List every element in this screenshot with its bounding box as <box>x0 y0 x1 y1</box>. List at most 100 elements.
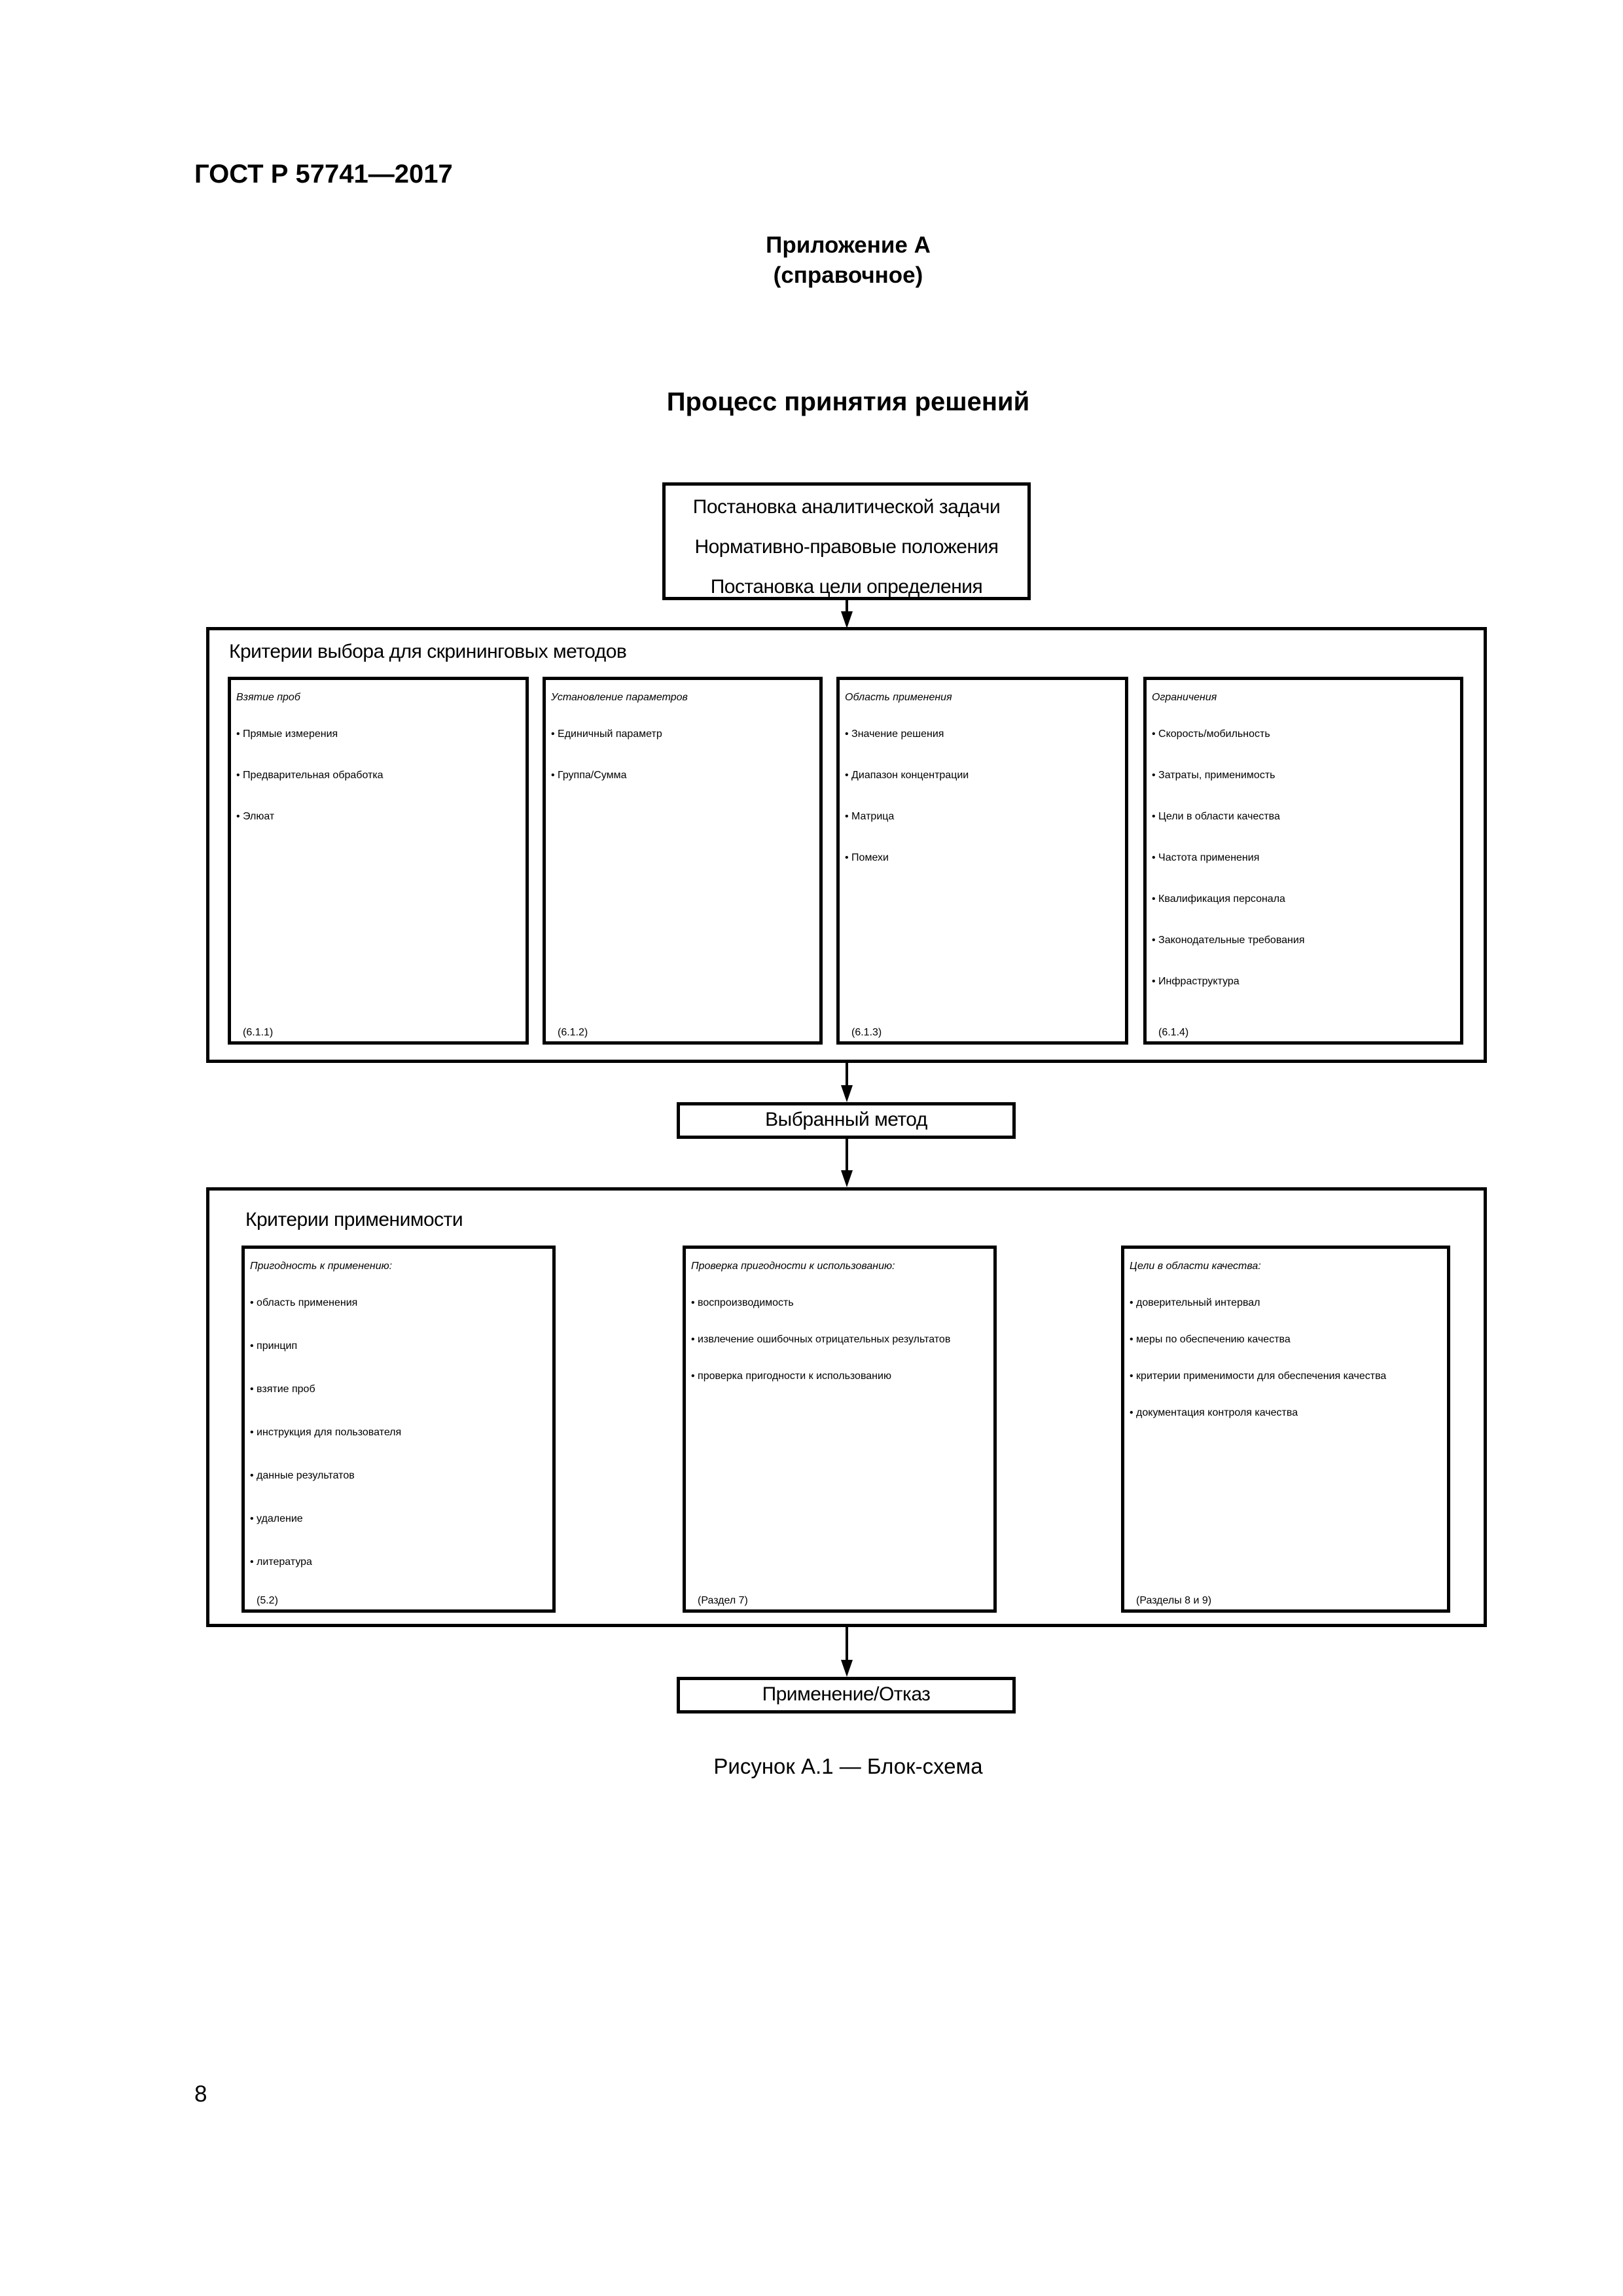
list-item-text: Помехи <box>851 852 889 863</box>
list-item-text: Прямые измерения <box>243 728 338 740</box>
list-item-text: извлечение ошибочных отрицательных резул… <box>698 1334 951 1345</box>
section-reference: (6.1.4) <box>1158 1027 1189 1038</box>
list-item-text: документация контроля качества <box>1136 1407 1298 1418</box>
list-item: • литература <box>250 1556 312 1568</box>
list-item: • взятие проб <box>250 1384 315 1395</box>
appendix-title: Приложение А <box>766 232 931 258</box>
column-heading: Область применения <box>845 692 952 703</box>
list-item-text: критерии применимости для обеспечения ка… <box>1136 1371 1387 1382</box>
list-item: • Группа/Сумма <box>551 770 627 781</box>
page-number: 8 <box>194 2081 207 2107</box>
criteria-column: Пригодность к применению: • область приме… <box>241 1246 556 1613</box>
list-item: • данные результатов <box>250 1470 355 1481</box>
connector <box>846 600 848 613</box>
appendix-subtitle: (справочное) <box>773 262 923 288</box>
list-item-text: данные результатов <box>257 1470 355 1481</box>
selection-criteria-box: Критерии выбора для скрининговых методов <box>206 627 1487 1063</box>
list-item: • Значение решения <box>845 728 944 740</box>
section-reference: (6.1.3) <box>851 1027 882 1038</box>
section-reference: (Разделы 8 и 9) <box>1136 1595 1212 1606</box>
column-heading: Ограничения <box>1152 692 1217 703</box>
applicability-criteria-box: Критерии применимости <box>206 1187 1487 1627</box>
appendix-heading: Приложение А (справочное) <box>0 230 1623 291</box>
selected-method-box: Выбранный метод <box>677 1102 1016 1139</box>
list-item: • принцип <box>250 1340 298 1352</box>
criteria-column: Установление параметров • Единичный парам… <box>543 677 823 1045</box>
criteria-column: Взятие проб • Прямые измерения • Предварит… <box>228 677 529 1045</box>
figure-caption: Рисунок А.1 — Блок-схема <box>713 1754 983 1778</box>
column-heading: Проверка пригодности к использованию: <box>691 1261 895 1272</box>
figure-title: Процесс принятия решений <box>666 387 1030 416</box>
list-item-text: Диапазон концентрации <box>851 770 969 781</box>
list-item: • Инфраструктура <box>1152 976 1240 987</box>
task-box: Постановка аналитической задачи Норматив… <box>662 482 1031 600</box>
list-item-text: Частота применения <box>1158 852 1260 863</box>
list-item-text: Элюат <box>243 811 275 822</box>
column-heading: Установление параметров <box>551 692 688 703</box>
list-item-text: инструкция для пользователя <box>257 1427 402 1438</box>
list-item: • меры по обеспечению качества <box>1130 1334 1291 1345</box>
task-line: Постановка аналитической задачи <box>692 496 1001 518</box>
list-item-text: Законодательные требования <box>1158 935 1305 946</box>
list-item-text: удаление <box>257 1513 303 1524</box>
list-item-text: Квалификация персонала <box>1158 893 1285 905</box>
list-item: • извлечение ошибочных отрицательных рез… <box>691 1334 951 1345</box>
list-item: • доверительный интервал <box>1130 1297 1260 1308</box>
list-item: • Помехи <box>845 852 889 863</box>
list-item-text: воспроизводимость <box>698 1297 794 1308</box>
list-item: • Прямые измерения <box>236 728 338 740</box>
criteria-column: Проверка пригодности к использованию: • в… <box>683 1246 997 1613</box>
column-heading: Цели в области качества: <box>1130 1261 1261 1272</box>
list-item: • документация контроля качества <box>1130 1407 1298 1418</box>
list-item-text: Инфраструктура <box>1158 976 1240 987</box>
selection-criteria-label: Критерии выбора для скрининговых методов <box>229 641 627 662</box>
list-item: • Законодательные требования <box>1152 935 1305 946</box>
arrow-down-icon <box>841 611 853 628</box>
list-item: • Скорость/мобильность <box>1152 728 1270 740</box>
list-item-text: литература <box>257 1556 312 1568</box>
list-item-text: проверка пригодности к использованию <box>698 1371 891 1382</box>
list-item-text: взятие проб <box>257 1384 315 1395</box>
list-item-text: Цели в области качества <box>1158 811 1280 822</box>
list-item: • Матрица <box>845 811 895 822</box>
list-item-text: Матрица <box>851 811 895 822</box>
list-item-text: принцип <box>257 1340 298 1352</box>
list-item: • Единичный параметр <box>551 728 662 740</box>
list-item-text: меры по обеспечению качества <box>1136 1334 1291 1345</box>
criteria-column: Ограничения • Скорость/мобильность • Затра… <box>1143 677 1463 1045</box>
criteria-column: Область применения • Значение решения • Ди… <box>836 677 1128 1045</box>
arrow-down-icon <box>841 1660 853 1677</box>
list-item-text: область применения <box>257 1297 358 1308</box>
arrow-down-icon <box>841 1170 853 1187</box>
list-item-text: Значение решения <box>851 728 944 740</box>
list-item: • Затраты, применимость <box>1152 770 1275 781</box>
task-line: Постановка цели определения <box>710 576 983 598</box>
list-item: • Цели в области качества <box>1152 811 1280 822</box>
list-item-text: Группа/Сумма <box>558 770 627 781</box>
list-item-text: Предварительная обработка <box>243 770 383 781</box>
list-item: • Диапазон концентрации <box>845 770 969 781</box>
connector <box>846 1062 848 1088</box>
list-item-text: доверительный интервал <box>1136 1297 1260 1308</box>
section-reference: (Раздел 7) <box>698 1595 748 1606</box>
list-item: • Частота применения <box>1152 852 1260 863</box>
list-item: • проверка пригодности к использованию <box>691 1371 891 1382</box>
list-item-text: Скорость/мобильность <box>1158 728 1270 740</box>
section-reference: (6.1.2) <box>558 1027 588 1038</box>
list-item-text: Затраты, применимость <box>1158 770 1275 781</box>
document-header: ГОСТ Р 57741—2017 <box>194 160 453 188</box>
list-item: • область применения <box>250 1297 358 1308</box>
task-line: Нормативно-правовые положения <box>694 536 999 558</box>
connector <box>846 1626 848 1661</box>
list-item: • критерии применимости для обеспечения … <box>1130 1371 1387 1382</box>
arrow-down-icon <box>841 1085 853 1102</box>
list-item: • удаление <box>250 1513 303 1524</box>
list-item: • воспроизводимость <box>691 1297 794 1308</box>
list-item: • Предварительная обработка <box>236 770 383 781</box>
result-box: Применение/Отказ <box>677 1677 1016 1713</box>
column-heading: Пригодность к применению: <box>250 1261 393 1272</box>
column-heading: Взятие проб <box>236 692 300 703</box>
list-item: • Квалификация персонала <box>1152 893 1285 905</box>
list-item-text: Единичный параметр <box>558 728 662 740</box>
criteria-column: Цели в области качества: • доверительный … <box>1121 1246 1450 1613</box>
